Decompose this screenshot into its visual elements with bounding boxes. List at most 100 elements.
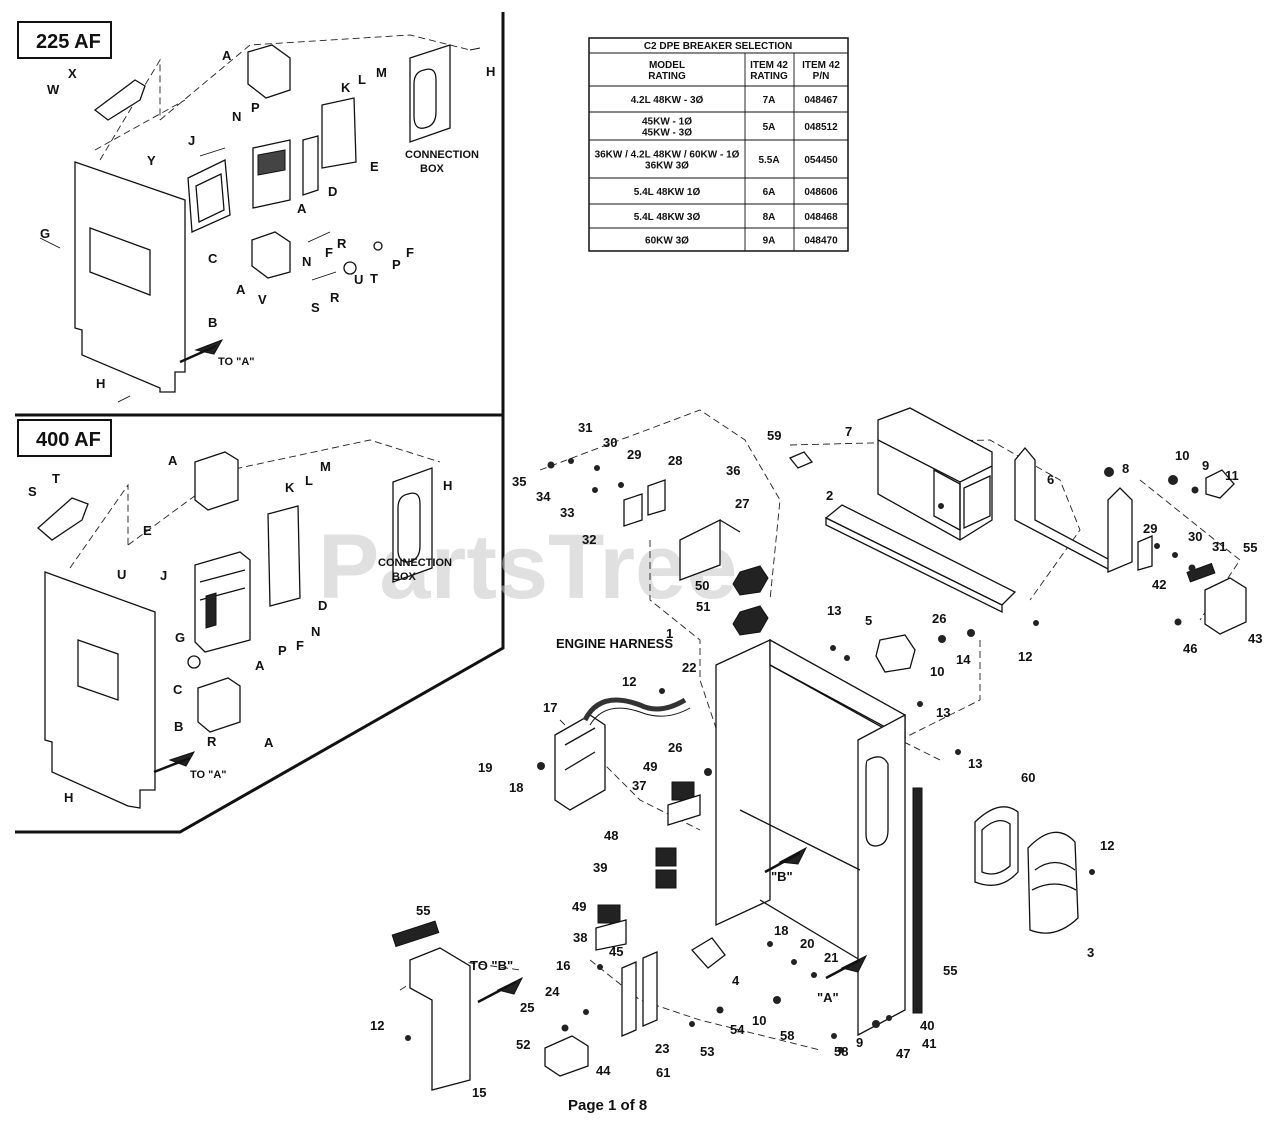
callout-label: P [278, 643, 287, 658]
callout-label: 34 [536, 489, 551, 504]
callout-label: 24 [545, 984, 560, 999]
callout-label: E [370, 159, 379, 174]
callout-label: 9 [856, 1035, 863, 1050]
callout-label: 25 [520, 1000, 534, 1015]
callout-label: 23 [655, 1041, 669, 1056]
callout-label: 33 [560, 505, 574, 520]
callout-label: H [443, 478, 452, 493]
engine-harness-label: ENGINE HARNESS [556, 636, 673, 651]
callout-label: 48 [604, 828, 618, 843]
callout-label: 18 [509, 780, 523, 795]
callout-label: 6 [1047, 472, 1054, 487]
callout-label: 10 [752, 1013, 766, 1028]
callout-label: 36 [726, 463, 740, 478]
callout-label: 37 [632, 778, 646, 793]
ref-b-label: "B" [771, 869, 793, 884]
callout-label: 58 [780, 1028, 794, 1043]
callout-label: U [117, 567, 126, 582]
callout-label: 3 [1087, 945, 1094, 960]
callout-label: 31 [1212, 539, 1226, 554]
table-title: C2 DPE BREAKER SELECTION [644, 41, 792, 52]
callout-label: D [318, 598, 327, 613]
callout-label: B [174, 719, 183, 734]
ref-a-label: "A" [817, 990, 839, 1005]
callout-label: H [64, 790, 73, 805]
callout-label: 19 [478, 760, 492, 775]
callout-label: 28 [668, 453, 682, 468]
callout-label: 16 [556, 958, 570, 973]
callout-label: 30 [1188, 529, 1202, 544]
inset-225-title: 225 AF [36, 31, 101, 53]
callout-label: E [143, 523, 152, 538]
callout-label: A [264, 735, 274, 750]
table-cell: 048468 [804, 212, 838, 223]
callout-label: 21 [824, 950, 838, 965]
callout-label: F [325, 245, 333, 260]
callout-label: 44 [596, 1063, 611, 1078]
callout-label: T [52, 471, 60, 486]
inset-225-to-a: TO "A" [218, 356, 255, 368]
callout-label: K [341, 80, 351, 95]
callout-label: A [236, 282, 246, 297]
table-cell: 054450 [804, 155, 838, 166]
table-cell: 5.4L 48KW 1Ø [634, 187, 701, 198]
callout-label: M [376, 65, 387, 80]
callout-label: 38 [573, 930, 587, 945]
callout-label: A [255, 658, 265, 673]
callout-label: S [311, 300, 320, 315]
table-cell: 9A [763, 236, 776, 247]
callout-label: 49 [643, 759, 657, 774]
callout-label: 49 [572, 899, 586, 914]
page-footer: Page 1 of 8 [568, 1097, 647, 1114]
callout-label: 18 [774, 923, 788, 938]
callout-label: J [160, 568, 167, 583]
callout-label: 47 [896, 1046, 910, 1061]
table-cell: 048512 [804, 122, 838, 133]
callout-label: 13 [968, 756, 982, 771]
callout-label: 26 [932, 611, 946, 626]
callout-label: R [337, 236, 347, 251]
callout-label: 32 [582, 532, 596, 547]
callout-label: 60 [1021, 770, 1035, 785]
callout-label: A [168, 453, 178, 468]
callout-label: A [222, 48, 232, 63]
callout-label: C [173, 682, 183, 697]
table-cell: 6A [763, 187, 776, 198]
callout-label: 4 [732, 973, 740, 988]
callout-label: L [305, 473, 313, 488]
callout-label: 46 [1183, 641, 1197, 656]
callout-label: 13 [936, 705, 950, 720]
callout-label: V [258, 292, 267, 307]
callout-label: G [175, 630, 185, 645]
callout-label: 10 [1175, 448, 1189, 463]
callout-label: 26 [668, 740, 682, 755]
table-cell: 048467 [804, 95, 838, 106]
callout-label: 1 [666, 626, 673, 641]
callout-label: R [207, 734, 217, 749]
inset-400-to-a: TO "A" [190, 769, 227, 781]
callout-label: G [40, 226, 50, 241]
callout-label: P [251, 100, 260, 115]
callout-label: 17 [543, 700, 557, 715]
callout-label: Y [147, 153, 156, 168]
callout-label: M [320, 459, 331, 474]
table-cell: 7A [763, 95, 776, 106]
callout-label: 13 [827, 603, 841, 618]
callout-label: 55 [416, 903, 430, 918]
callout-label: R [330, 290, 340, 305]
callout-label: K [285, 480, 295, 495]
callout-label: 50 [695, 578, 709, 593]
callout-label: 40 [920, 1018, 934, 1033]
callout-label: 45 [609, 944, 623, 959]
callout-label: 27 [735, 496, 749, 511]
